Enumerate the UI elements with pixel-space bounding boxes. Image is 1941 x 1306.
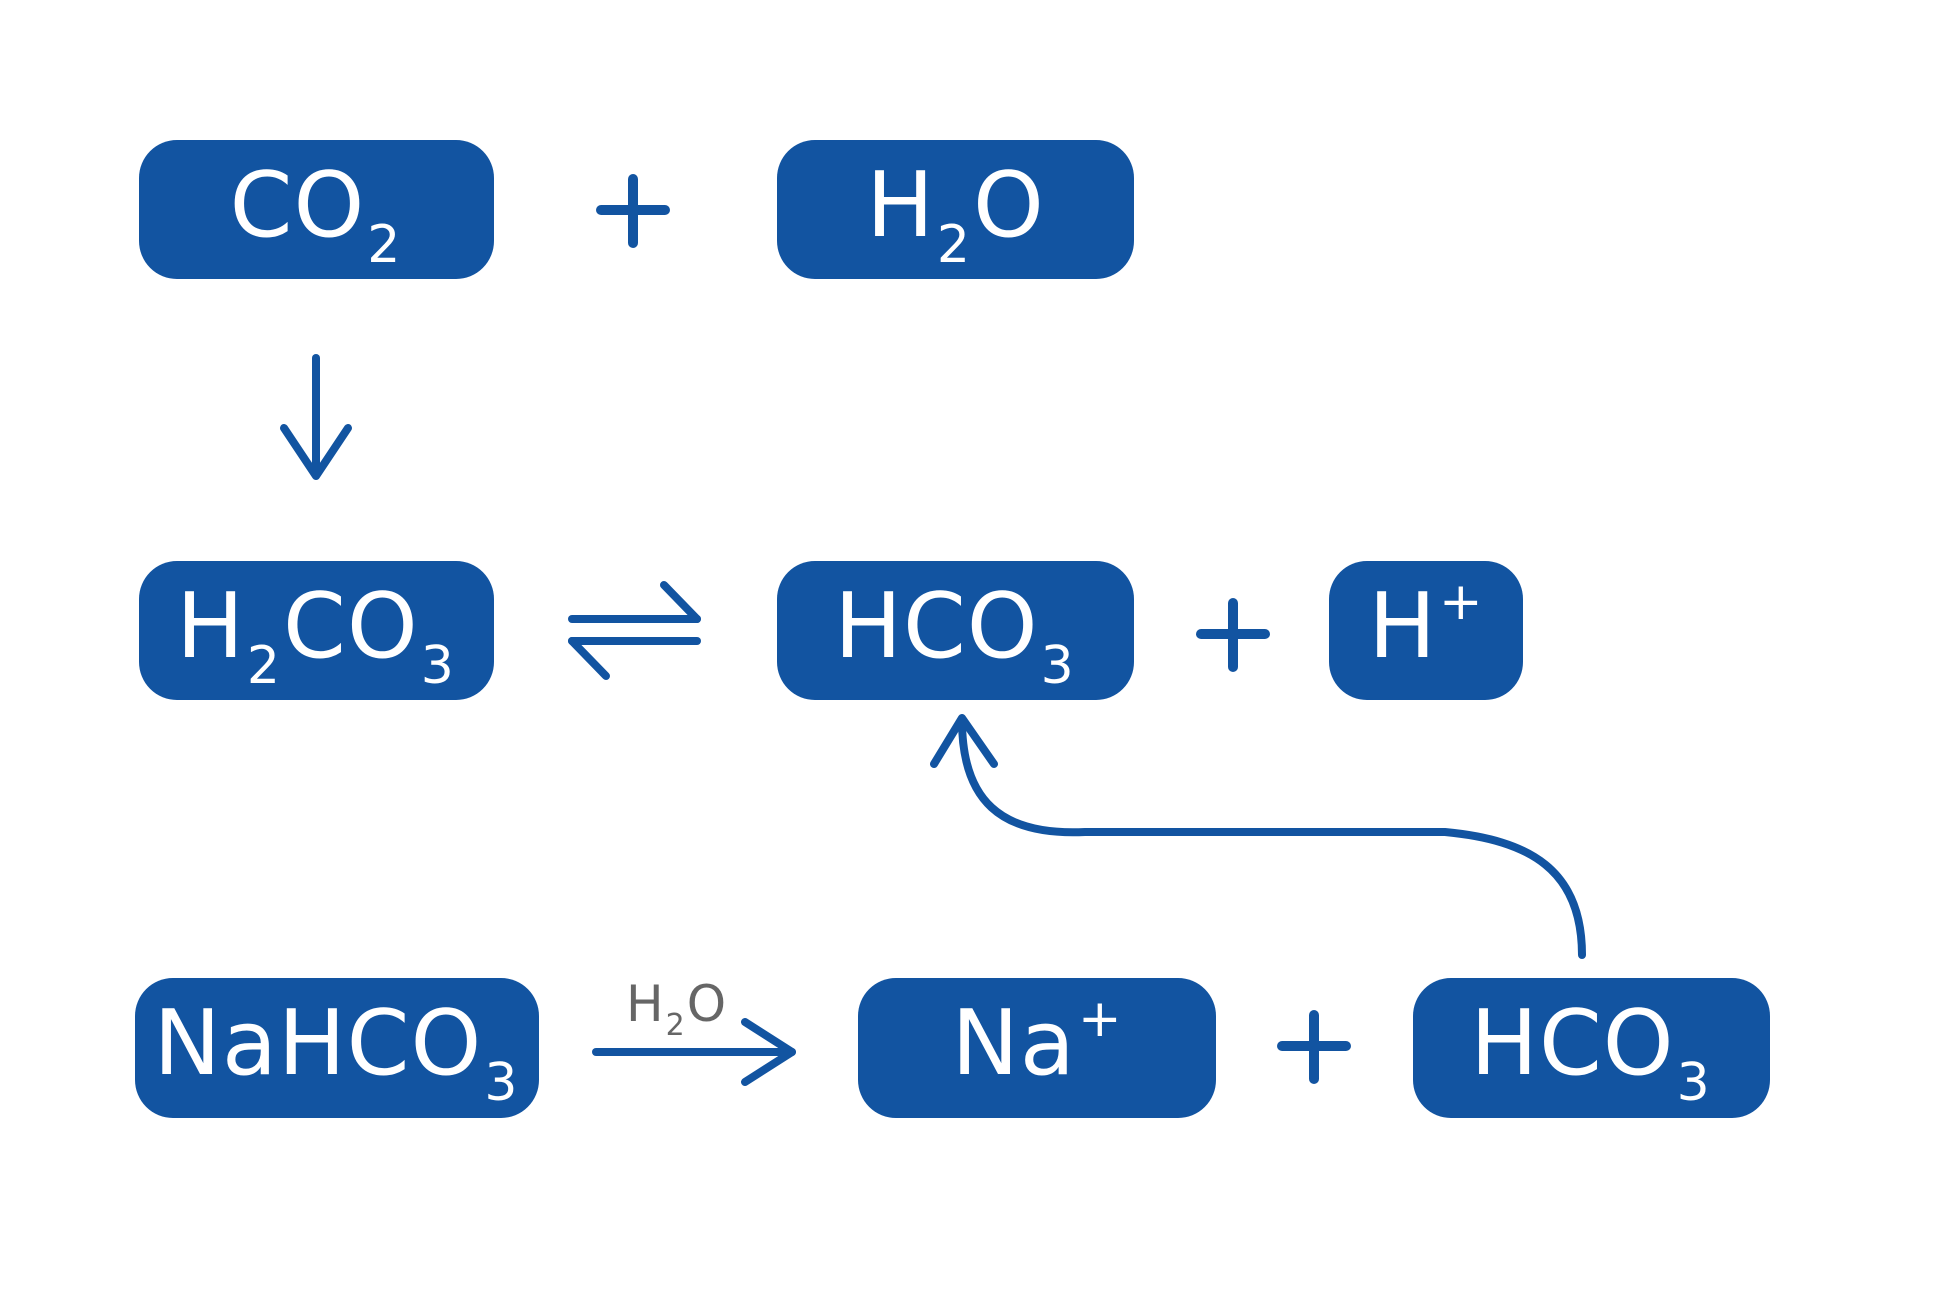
co2-main: CO: [229, 152, 366, 258]
condition-h: H: [626, 975, 664, 1033]
h2co3-subscript-2: 2: [246, 635, 281, 696]
hco3-subscript-bottom: 3: [1676, 1053, 1711, 1113]
h2o-subscript: 2: [936, 214, 971, 275]
hco3-main-middle: HCO: [834, 573, 1039, 679]
nahco3-main: NaHCO: [153, 991, 483, 1096]
condition-subscript: 2: [665, 1008, 685, 1043]
h2co3-h: H: [176, 573, 245, 679]
hplus-formula: H+: [1368, 573, 1483, 679]
nahco3-subscript: 3: [484, 1053, 519, 1113]
h2o-h: H: [866, 152, 935, 258]
plus-icon: [1277, 1010, 1351, 1084]
h2co3-co: CO: [283, 573, 419, 679]
plus-icon: [596, 174, 670, 248]
hplus-box: H+: [1329, 561, 1523, 700]
condition-o: O: [686, 975, 727, 1033]
plus-icon: [1196, 598, 1270, 672]
hco3-subscript-middle: 3: [1040, 635, 1075, 696]
reaction-arrow: [592, 1018, 796, 1086]
naplus-formula: Na+: [951, 991, 1122, 1096]
h2o-o: O: [972, 152, 1045, 258]
feedback-arrow: [930, 714, 1586, 959]
naplus-box: Na+: [858, 978, 1216, 1118]
hco3-main-bottom: HCO: [1470, 991, 1675, 1096]
h2co3-subscript-3: 3: [420, 635, 455, 696]
co2-subscript: 2: [367, 214, 402, 275]
naplus-superscript: +: [1077, 989, 1123, 1049]
hplus-superscript: +: [1439, 571, 1484, 632]
naplus-main: Na: [951, 991, 1076, 1096]
equilibrium-arrows: [568, 581, 701, 680]
down-arrow: [280, 354, 352, 480]
hplus-main: H: [1368, 573, 1438, 679]
